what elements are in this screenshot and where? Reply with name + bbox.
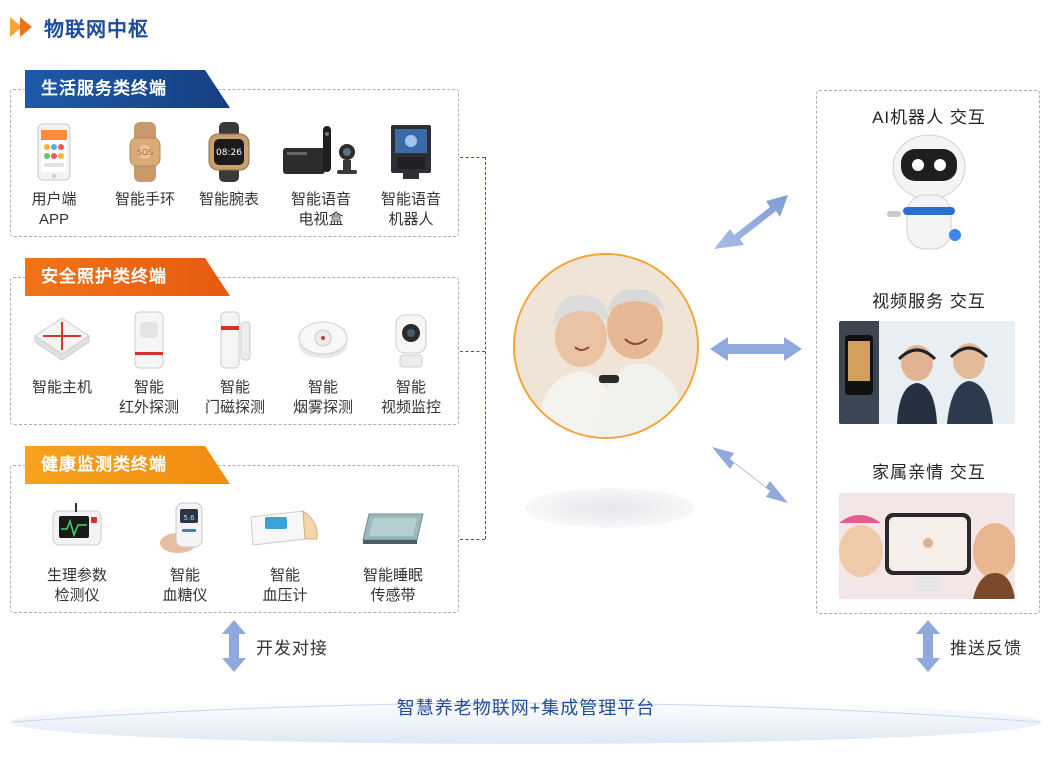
door-sensor-icon: [200, 308, 270, 372]
management-platform: 智慧养老物联网+集成管理平台: [8, 688, 1044, 748]
group-health-monitor: 健康监测类终端 生理参数检测仪 5.6 智能血糖仪 智能血压计 智能睡眠传感带: [10, 465, 459, 613]
link-dev-integration-label: 开发对接: [256, 634, 328, 659]
svg-text:08:26: 08:26: [216, 148, 242, 158]
device-label-line1: 智能语音: [381, 190, 441, 210]
double-arrow-icon-top: [700, 185, 800, 265]
link-push-feedback-label: 推送反馈: [950, 634, 1022, 659]
device-label-line1: 智能: [293, 378, 353, 398]
up-down-arrow-icon: [222, 620, 246, 672]
up-down-arrow-icon: [916, 620, 940, 672]
device-camera[interactable]: 智能视频监控: [371, 308, 451, 418]
link-push-feedback: 推送反馈: [916, 620, 1022, 672]
wristband-icon: SOS: [110, 120, 180, 184]
device-wristband[interactable]: SOS 智能手环: [105, 120, 185, 210]
device-label-line2: 门磁探测: [205, 398, 265, 418]
device-label-line1: 智能腕表: [199, 190, 259, 210]
ai-robot-icon[interactable]: [883, 131, 975, 255]
device-label-line2: 视频监控: [381, 398, 441, 418]
device-label-line2: 机器人: [381, 210, 441, 230]
connector-safety: [460, 351, 485, 352]
connector-life: [460, 157, 485, 158]
connector-health: [460, 539, 485, 540]
smoke-detector-icon: [288, 308, 358, 372]
double-arrow-icon-middle: [706, 334, 806, 364]
device-smart-hub[interactable]: 智能主机: [19, 308, 105, 398]
device-smartwatch[interactable]: 08:26 智能腕表: [189, 120, 269, 210]
device-label-line2: 红外探测: [119, 398, 179, 418]
camera-icon: [376, 308, 446, 372]
device-label-line1: 生理参数: [47, 566, 107, 586]
hub-icon: [27, 308, 97, 372]
device-label-line1: 智能: [205, 378, 265, 398]
device-label-line1: 智能语音: [291, 190, 351, 210]
group-health-monitor-title: 健康监测类终端: [25, 446, 230, 484]
group-safety-care-title: 安全照护类终端: [25, 258, 230, 296]
device-sleep-sensor[interactable]: 智能睡眠传感带: [351, 496, 435, 606]
device-label-line1: 用户端: [31, 190, 76, 210]
interaction-panel: AI机器人 交互 视频服务 交互 家属亲情 交互: [816, 90, 1040, 614]
family-video-icon[interactable]: [839, 493, 1015, 599]
sleep-sensor-icon: [351, 496, 435, 560]
interaction-title-video: 视频服务 交互: [817, 287, 1041, 312]
device-label-line2: 血糖仪: [162, 586, 207, 606]
vital-monitor-icon: [42, 496, 112, 560]
smartwatch-icon: 08:26: [194, 120, 264, 184]
device-vital-monitor[interactable]: 生理参数检测仪: [37, 496, 117, 606]
tv-box-icon: [279, 120, 363, 184]
double-chevron-icon: [10, 16, 36, 38]
device-label-line1: 智能: [162, 566, 207, 586]
double-arrow-icon-bottom: [700, 435, 800, 515]
device-door-sensor[interactable]: 智能门磁探测: [195, 308, 275, 418]
device-label-line1: 智能手环: [115, 190, 175, 210]
connector-trunk: [485, 157, 486, 539]
blood-pressure-icon: [243, 496, 327, 560]
device-label-line2: 传感带: [363, 586, 423, 606]
device-glucose-meter[interactable]: 5.6 智能血糖仪: [145, 496, 225, 606]
phone-app-icon: [19, 120, 89, 184]
device-label-line1: 智能: [381, 378, 441, 398]
photo-shadow: [525, 488, 695, 528]
device-label-line2: 烟雾探测: [293, 398, 353, 418]
interaction-title-ai: AI机器人 交互: [817, 103, 1041, 128]
svg-text:5.6: 5.6: [183, 514, 195, 522]
device-label-line2: 电视盒: [291, 210, 351, 230]
voice-robot-icon: [376, 120, 446, 184]
device-label-line2: 血压计: [262, 586, 307, 606]
svg-text:SOS: SOS: [137, 148, 153, 157]
platform-label: 智慧养老物联网+集成管理平台: [8, 694, 1044, 720]
device-label-line1: 智能睡眠: [363, 566, 423, 586]
device-voice-robot[interactable]: 智能语音机器人: [371, 120, 451, 230]
group-safety-care: 安全照护类终端 智能主机 智能红外探测 智能门磁探测 智能烟雾探测 智能视频监控: [10, 277, 459, 425]
infrared-sensor-icon: [114, 308, 184, 372]
device-infrared[interactable]: 智能红外探测: [109, 308, 189, 418]
device-tv-box[interactable]: 智能语音电视盒: [279, 120, 363, 230]
device-smoke[interactable]: 智能烟雾探测: [283, 308, 363, 418]
device-label-line1: 智能: [262, 566, 307, 586]
glucose-meter-icon: 5.6: [150, 496, 220, 560]
device-label-line2: 检测仪: [47, 586, 107, 606]
device-label-line1: 智能主机: [32, 378, 92, 398]
device-label-line2: APP: [31, 210, 76, 230]
video-service-icon[interactable]: [839, 321, 1015, 424]
elderly-couple-photo: [513, 253, 699, 439]
device-label-line1: 智能: [119, 378, 179, 398]
interaction-title-family: 家属亲情 交互: [817, 458, 1041, 483]
group-life-service-title: 生活服务类终端: [25, 70, 230, 108]
device-blood-pressure[interactable]: 智能血压计: [243, 496, 327, 606]
link-dev-integration: 开发对接: [222, 620, 328, 672]
page-header: 物联网中枢: [10, 12, 149, 42]
page-title: 物联网中枢: [44, 13, 149, 42]
